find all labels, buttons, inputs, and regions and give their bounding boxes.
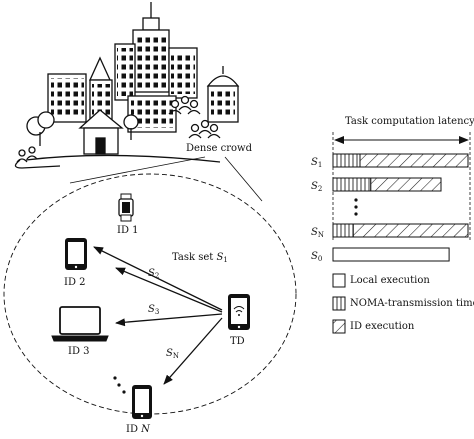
arrow-s3: [115, 313, 223, 327]
timeline-ellipsis: [354, 198, 358, 216]
dense-crowd-caption: Dense crowd: [186, 143, 252, 154]
legend-swatch-noma: [332, 296, 346, 311]
td-phone-icon: [228, 294, 250, 330]
legend-swatch-local: [332, 273, 346, 288]
arrow-s2: [115, 267, 223, 313]
city-skyline-illustration: [14, 2, 240, 169]
bar-s0-local: [332, 247, 450, 262]
device-label-id2: ID 2: [64, 277, 86, 288]
arrow-label-s3: S3: [148, 304, 160, 316]
bar-s1-noma: [332, 153, 361, 168]
bar-sn-noma: [332, 223, 354, 238]
bar-s2-noma: [332, 177, 372, 192]
bar-s2-id: [370, 177, 442, 192]
arrow-label-s2: S2: [148, 268, 160, 280]
zoom-line-right: [224, 156, 263, 202]
smartwatch-icon: [118, 193, 134, 222]
row-label-s2: S2: [311, 181, 323, 193]
latency-timeline: [332, 132, 471, 334]
row-label-s1: S1: [311, 157, 323, 169]
legend-label-local: Local execution: [350, 275, 430, 286]
device-label-idn: ID N: [126, 424, 150, 435]
arrow-s1: [93, 246, 223, 311]
device-label-id1: ID 1: [117, 225, 139, 236]
legend-swatch-id: [332, 319, 346, 334]
laptop-icon: [51, 306, 109, 342]
arrow-sn: [163, 317, 223, 385]
coverage-area-ellipse: [3, 173, 297, 415]
legend-label-id: ID execution: [350, 321, 415, 332]
td-label: TD: [230, 336, 245, 347]
zoom-line-left: [69, 156, 206, 184]
bar-sn-id: [352, 223, 469, 238]
smartphone-icon: [132, 385, 152, 419]
arrow-label-sn: SN: [166, 348, 179, 360]
ellipsis-dots: [113, 376, 126, 394]
tablet-icon: [65, 238, 87, 270]
row-label-sn: SN: [311, 227, 324, 239]
task-arrows: [93, 246, 223, 385]
arrow-label-s1: Task set S1: [172, 252, 228, 264]
bar-s1-id: [359, 153, 469, 168]
timeline-title: Task computation latency: [345, 116, 474, 127]
row-label-s0: S0: [311, 251, 323, 263]
timeline-bars: [332, 153, 469, 262]
legend-label-noma: NOMA-transmission time: [350, 298, 474, 309]
device-label-id3: ID 3: [68, 346, 90, 357]
